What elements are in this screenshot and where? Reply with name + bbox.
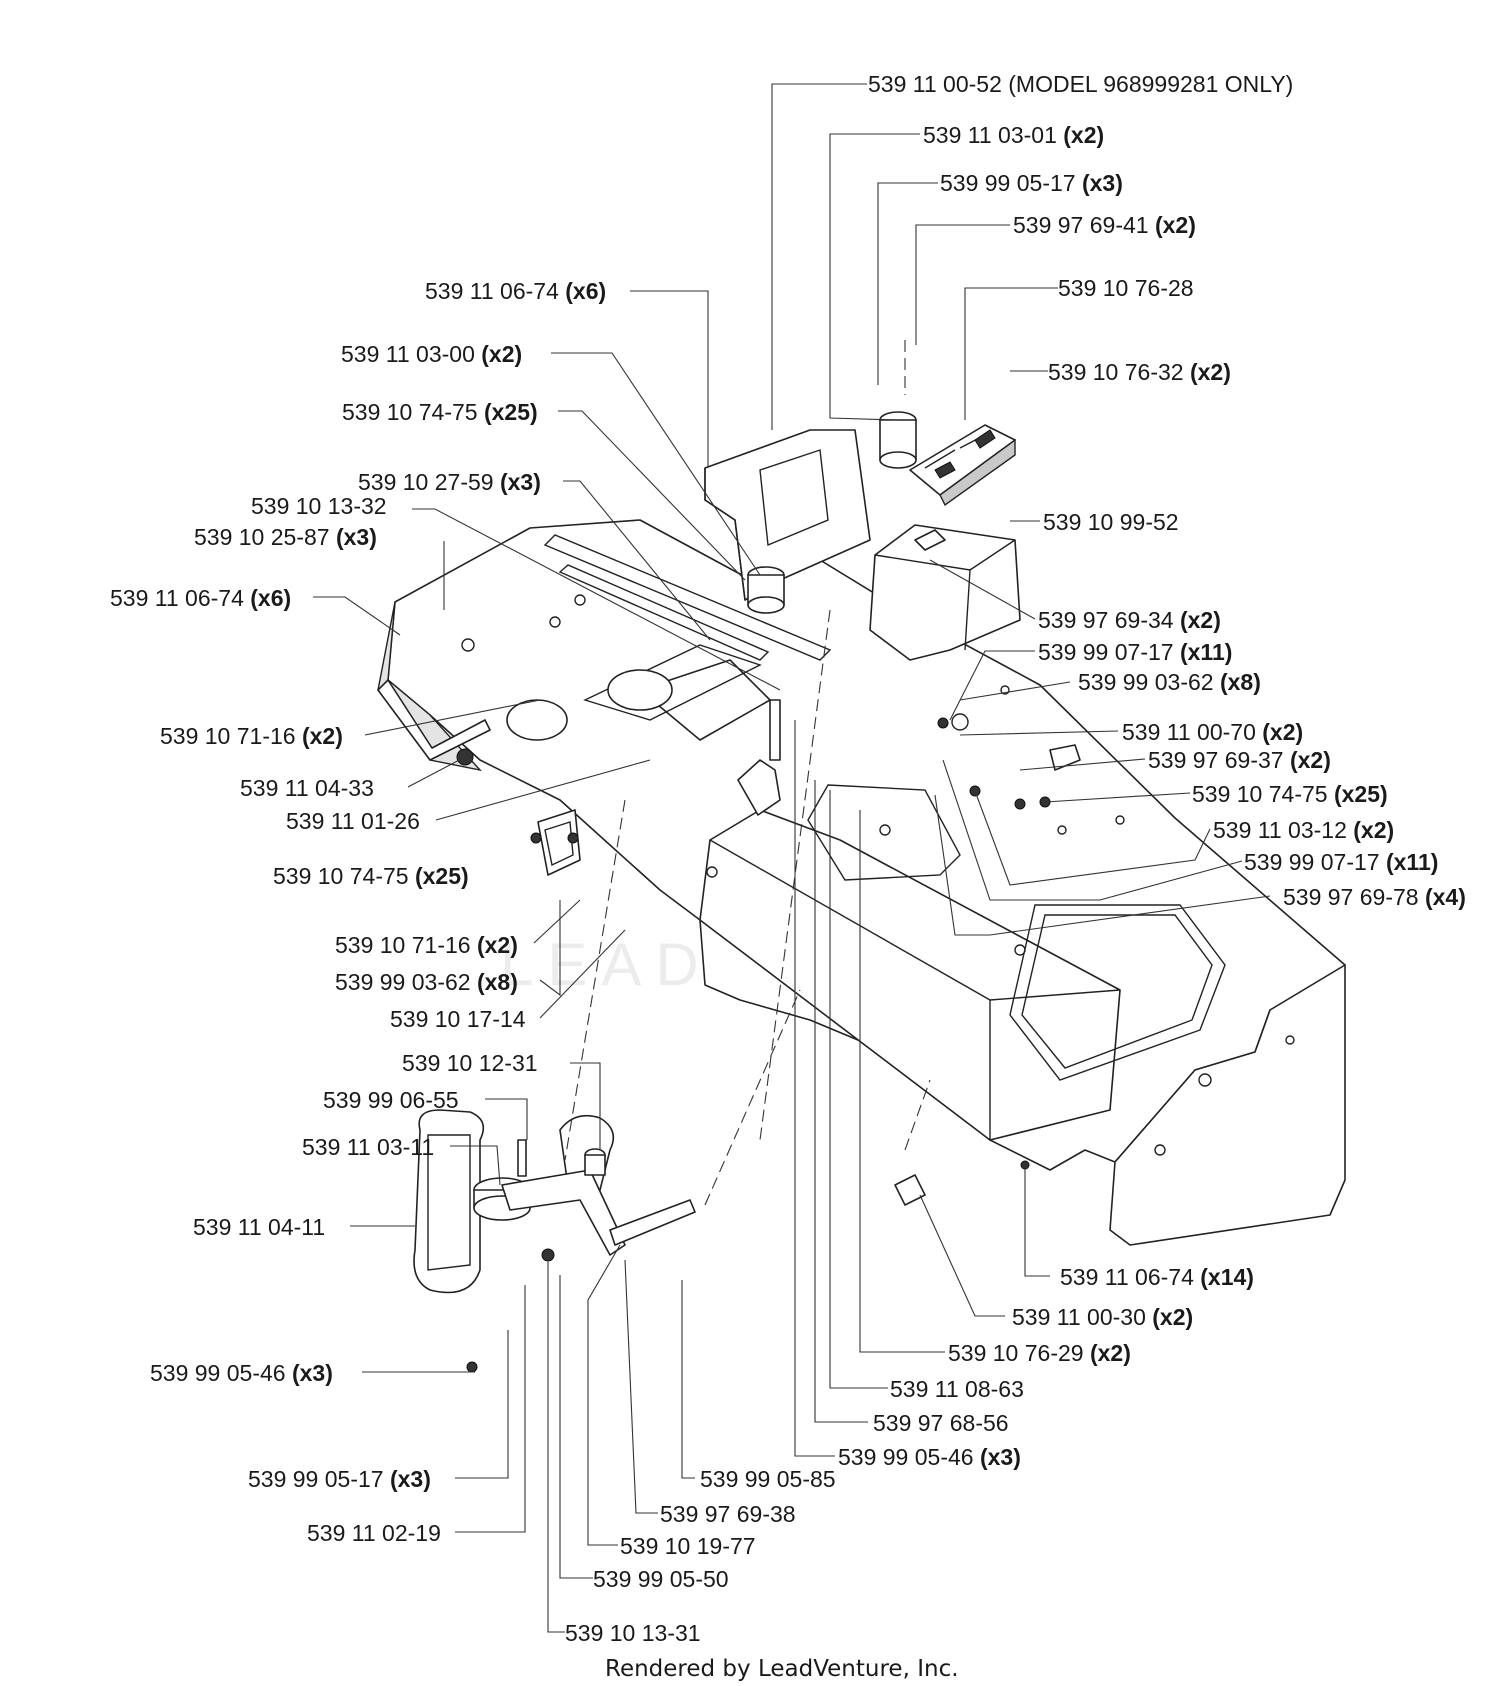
callout-42: 539 99 05-85 — [700, 1466, 836, 1492]
callout-7: 539 10 76-32 (x2) — [1048, 359, 1231, 385]
callout-35: 539 11 00-30 (x2) — [1012, 1304, 1193, 1330]
callout-3: 539 97 69-41 (x2) — [1013, 212, 1196, 238]
callout-10: 539 10 13-32 — [251, 493, 387, 519]
callout-24: 539 99 07-17 (x11) — [1244, 849, 1438, 875]
tank — [869, 524, 1021, 661]
callout-39: 539 97 68-56 — [873, 1410, 1009, 1436]
callout-11: 539 10 25-87 (x3) — [194, 524, 377, 550]
callout-33: 539 11 04-11 — [193, 1214, 325, 1240]
callout-19: 539 97 69-37 (x2) — [1148, 747, 1331, 773]
callout-21: 539 10 74-75 (x25) — [1192, 781, 1388, 807]
callout-0: 539 11 00-52 (MODEL 968999281 ONLY) — [868, 71, 1293, 97]
switch-housing — [909, 424, 1016, 507]
callout-34: 539 11 06-74 (x14) — [1060, 1264, 1254, 1290]
callout-26: 539 97 69-78 (x4) — [1283, 884, 1466, 910]
callout-45: 539 10 19-77 — [620, 1533, 756, 1559]
footer-credit: Rendered by LeadVenture, Inc. — [605, 1656, 959, 1682]
callout-2: 539 99 05-17 (x3) — [940, 170, 1123, 196]
callout-17: 539 10 71-16 (x2) — [160, 723, 343, 749]
callout-27: 539 10 71-16 (x2) — [335, 932, 518, 958]
callout-40: 539 99 05-46 (x3) — [838, 1444, 1021, 1470]
callout-29: 539 10 17-14 — [390, 1006, 526, 1032]
callout-22: 539 11 01-26 — [286, 808, 420, 834]
callout-37: 539 99 05-46 (x3) — [150, 1360, 333, 1386]
callout-4: 539 11 06-74 (x6) — [425, 278, 606, 304]
callout-18: 539 11 00-70 (x2) — [1122, 719, 1303, 745]
pivot-assembly — [737, 699, 1081, 816]
callout-28: 539 99 03-62 (x8) — [335, 969, 518, 995]
callout-32: 539 11 03-11 — [302, 1134, 434, 1160]
callout-46: 539 99 05-50 — [593, 1566, 729, 1592]
callout-25: 539 10 74-75 (x25) — [273, 863, 469, 889]
callout-38: 539 11 08-63 — [890, 1376, 1024, 1402]
callout-13: 539 11 06-74 (x6) — [110, 585, 291, 611]
callout-5: 539 10 76-28 — [1058, 275, 1194, 301]
assembly-lines — [564, 340, 931, 1206]
callout-labels: 539 11 00-52 (MODEL 968999281 ONLY) 539 … — [110, 71, 1466, 1646]
bushings — [747, 411, 917, 614]
callout-14: 539 97 69-34 (x2) — [1038, 607, 1221, 633]
callout-8: 539 10 74-75 (x25) — [342, 399, 538, 425]
callout-23: 539 11 03-12 (x2) — [1213, 817, 1394, 843]
callout-36: 539 10 76-29 (x2) — [948, 1340, 1131, 1366]
callout-43: 539 97 69-38 — [660, 1501, 796, 1527]
callout-30: 539 10 12-31 — [402, 1050, 538, 1076]
belt-pulley-assembly — [413, 1109, 696, 1294]
callout-15: 539 99 07-17 (x11) — [1038, 639, 1232, 665]
callout-31: 539 99 06-55 — [323, 1087, 459, 1113]
callout-47: 539 10 13-31 — [565, 1620, 701, 1646]
callout-9: 539 10 27-59 (x3) — [358, 469, 541, 495]
callout-1: 539 11 03-01 (x2) — [923, 122, 1104, 148]
callout-12: 539 10 99-52 — [1043, 509, 1179, 535]
callout-41: 539 99 05-17 (x3) — [248, 1466, 431, 1492]
callout-6: 539 11 03-00 (x2) — [341, 341, 522, 367]
leader-lines — [313, 83, 1271, 1633]
callout-20: 539 11 04-33 — [240, 775, 374, 801]
callout-44: 539 11 02-19 — [307, 1520, 441, 1546]
callout-16: 539 99 03-62 (x8) — [1078, 669, 1261, 695]
